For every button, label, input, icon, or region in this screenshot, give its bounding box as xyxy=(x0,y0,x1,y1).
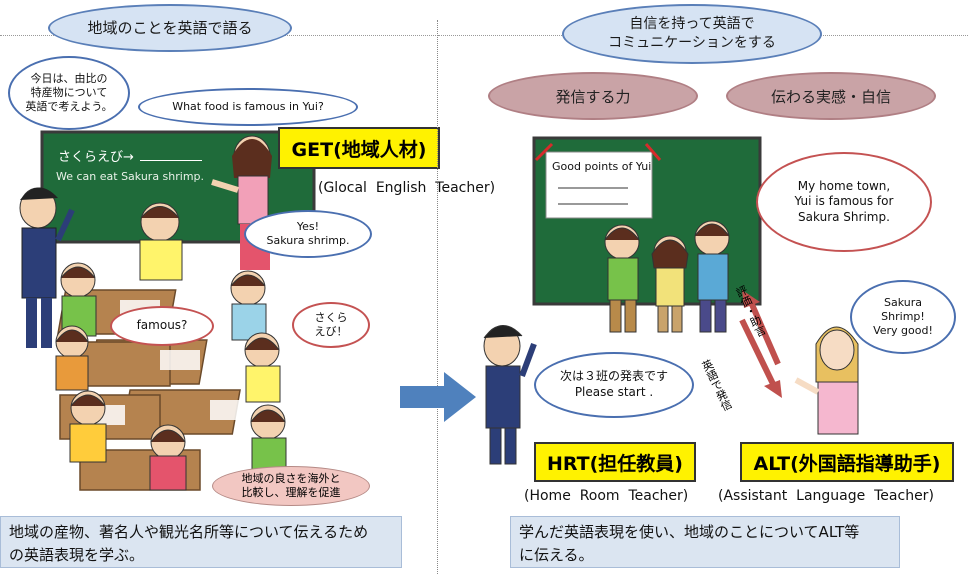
famous-speech-bubble: famous? xyxy=(110,306,214,346)
sakura-speech-bubble: さくら えび！ xyxy=(292,302,370,348)
student-speech-bubble: My home town, Yui is famous for Sakura S… xyxy=(756,152,932,252)
pill-jikkan: 伝わる実感・自信 xyxy=(726,72,936,120)
classroom-illustration xyxy=(19,130,316,491)
get-badge-subtitle: (Glocal English Teacher) xyxy=(318,180,496,196)
hrt-badge: HRT(担任教員) xyxy=(534,442,696,482)
answer-speech-bubble: Yes! Sakura shrimp. xyxy=(244,210,372,258)
pill-hasshin: 発信する力 xyxy=(488,72,698,120)
left-heading: 地域のことを英語で語る xyxy=(48,4,292,52)
get-badge: GET(地域人材) xyxy=(278,127,440,169)
presentation-illustration xyxy=(483,136,859,465)
compare-oval: 地域の良さを海外と 比較し、理解を促進 xyxy=(212,466,370,506)
teacher-speech-bubble: 今日は、由比の 特産物について 英語で考えよう。 xyxy=(8,56,130,130)
question-speech-bubble: What food is famous in Yui? xyxy=(138,88,358,126)
board-line1: さくらえび→ xyxy=(58,146,203,165)
left-panel: 地域のことを英語で語る xyxy=(0,0,495,574)
right-panel: 自信を持って英語で コミュニケーションをする 発信する力 伝わる実感・自信 xyxy=(438,0,968,574)
alt-badge-subtitle: (Assistant Language Teacher) xyxy=(718,488,934,504)
board-blank xyxy=(140,160,203,161)
teacher-figure xyxy=(19,187,75,348)
alt-badge: ALT(外国語指導助手) xyxy=(740,442,954,482)
alt-speech-bubble: Sakura Shrimp! Very good! xyxy=(850,280,956,354)
board-line2: We can eat Sakura shrimp. xyxy=(56,170,205,183)
left-bottom-box: 地域の産物、著名人や観光名所等について伝えるため の英語表現を学ぶ。 xyxy=(0,516,402,568)
left-heading-text: 地域のことを英語で語る xyxy=(87,18,253,37)
hrt-badge-subtitle: (Home Room Teacher) xyxy=(524,488,689,504)
transition-arrow xyxy=(400,372,476,422)
center-divider xyxy=(437,20,438,574)
right-bottom-box: 学んだ英語表現を使い、地域のことについてALT等 に伝える。 xyxy=(510,516,900,568)
board-title: Good points of Yui xyxy=(552,160,652,173)
hrt-speech-bubble: 次は３班の発表です Please start . xyxy=(534,352,694,418)
right-heading: 自信を持って英語で コミュニケーションをする xyxy=(562,4,822,64)
